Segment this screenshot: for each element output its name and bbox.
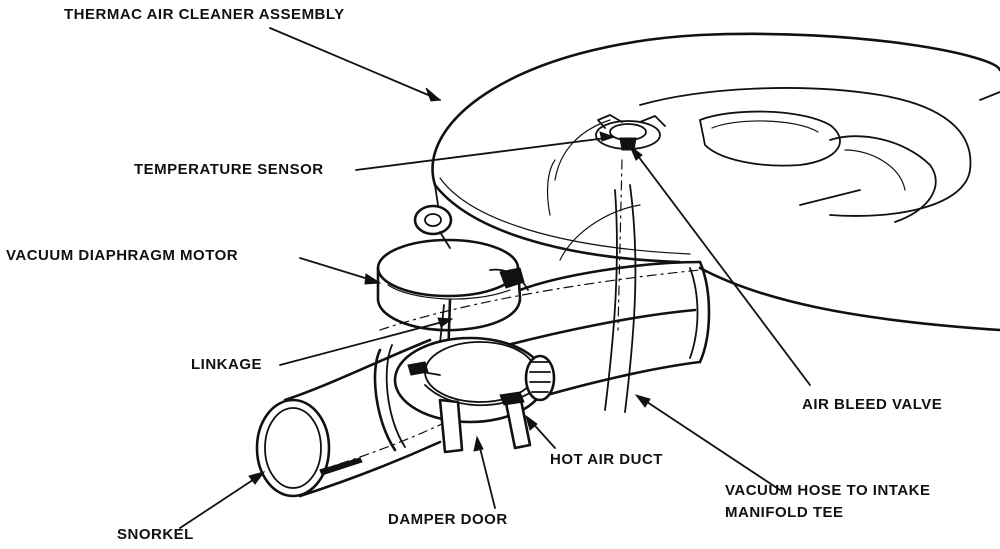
label-linkage: LINKAGE (191, 356, 262, 373)
damper-door-housing (393, 336, 556, 454)
vacuum-diaphragm-motor (376, 204, 529, 363)
label-manifold-tee: MANIFOLD TEE (725, 504, 844, 521)
label-hot-air-duct: HOT AIR DUCT (550, 451, 663, 468)
label-vacuum-hose-to-intake: VACUUM HOSE TO INTAKE (725, 482, 931, 499)
label-temperature-sensor: TEMPERATURE SENSOR (134, 161, 324, 178)
vacuum-hoses (559, 159, 641, 413)
label-snorkel: SNORKEL (117, 526, 194, 543)
label-damper-door: DAMPER DOOR (388, 511, 508, 528)
air-cleaner-housing (431, 32, 1000, 332)
label-air-bleed-valve: AIR BLEED VALVE (802, 396, 943, 413)
label-vacuum-diaphragm-motor: VACUUM DIAPHRAGM MOTOR (6, 247, 239, 264)
temperature-sensor-unit (595, 114, 666, 151)
snorkel (255, 338, 451, 498)
label-thermac-air-cleaner-assembly: THERMAC AIR CLEANER ASSEMBLY (64, 6, 345, 23)
leader-lines (179, 27, 811, 529)
